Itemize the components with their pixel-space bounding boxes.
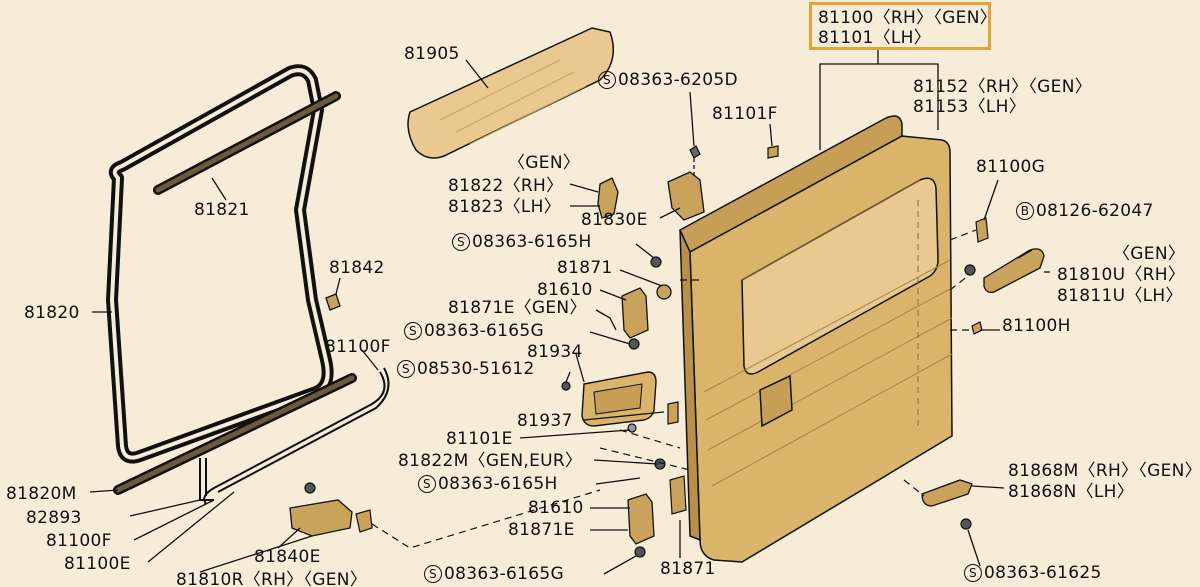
leader-lines	[89, 50, 1050, 575]
s-circle-icon: S	[424, 565, 442, 583]
label-81840e: 81840E	[254, 547, 321, 567]
label-81905: 81905	[404, 44, 460, 64]
label-81830e: 81830E	[581, 210, 648, 230]
label-81934: 81934	[527, 342, 583, 362]
label-81610-top: 81610	[537, 280, 593, 300]
label-82893: 82893	[26, 508, 82, 528]
b-circle-icon: B	[1016, 202, 1034, 220]
label-81937: 81937	[517, 411, 573, 431]
label-81100e: 81100E	[64, 554, 131, 574]
label-81100h: 81100H	[1002, 316, 1071, 336]
hinge-81822	[597, 177, 619, 219]
label-81871-bottom: 81871	[660, 559, 716, 579]
label-81821: 81821	[194, 200, 250, 220]
label-08363-6165h-top-text: 08363-6165H	[472, 232, 592, 252]
label-81811u: 81811U〈LH〉	[1057, 286, 1183, 306]
label-81871e-gen: 81871E〈GEN〉	[448, 298, 587, 318]
label-81101e: 81101E	[446, 429, 513, 449]
s-circle-icon: S	[598, 71, 616, 89]
s-circle-icon: S	[397, 360, 415, 378]
bracket-81830e	[667, 145, 705, 221]
label-81810r: 81810R〈RH〉〈GEN〉	[176, 570, 368, 587]
label-hinge-gen: 〈GEN〉	[508, 153, 581, 173]
label-81100f-low: 81100F	[46, 531, 112, 551]
bracket-81868m	[921, 479, 973, 530]
highlight-box	[809, 2, 991, 50]
label-81871-top: 81871	[557, 258, 613, 278]
label-81610-low: 81610	[528, 498, 584, 518]
label-81842: 81842	[329, 258, 385, 278]
s-circle-icon: S	[418, 475, 436, 493]
s-circle-icon: S	[964, 564, 982, 582]
lock-81810u	[964, 217, 1045, 335]
label-81820: 81820	[24, 303, 80, 323]
assembly-lines	[371, 229, 977, 549]
label-08363-6165h-low-text: 08363-6165H	[438, 474, 558, 494]
weatherstrip-81820	[106, 64, 334, 464]
label-08530-51612-text: 08530-51612	[417, 359, 535, 379]
label-81100f: 81100F	[325, 337, 391, 357]
s-circle-icon: S	[404, 322, 422, 340]
hinge-81610-lower	[627, 423, 687, 558]
label-08363-6165g-bottom-text: 08363-6165G	[444, 564, 564, 584]
clip-81842	[325, 293, 341, 311]
label-81871e-low: 81871E	[508, 520, 575, 540]
lower-strip-81820m	[113, 373, 357, 495]
label-81822m: 81822M〈GEN,EUR〉	[398, 451, 583, 471]
label-81100-line2: 81101〈LH〉	[818, 28, 932, 48]
label-81822: 81822〈RH〉	[448, 176, 564, 196]
label-81100-line1: 81100〈RH〉〈GEN〉	[818, 8, 998, 28]
label-08363-6165g-mid-text: 08363-6165G	[424, 321, 544, 341]
drip-channel-81821	[153, 91, 341, 195]
label-81868n: 81868N〈LH〉	[1008, 482, 1135, 502]
label-08363-61625-text: 08363-61625	[984, 563, 1102, 583]
label-08126-62047-text: 08126-62047	[1036, 201, 1154, 221]
s-circle-icon: S	[452, 233, 470, 251]
plug-81101f	[767, 145, 779, 159]
label-81810u: 81810U〈RH〉	[1057, 265, 1186, 285]
label-81152-line2: 81153〈LH〉	[913, 97, 1027, 117]
hinge-81610-upper	[621, 256, 672, 350]
label-81100: 81100〈RH〉〈GEN〉 81101〈LH〉	[818, 8, 997, 48]
label-81152-line1: 81152〈RH〉〈GEN〉	[913, 77, 1093, 97]
label-lock-gen: 〈GEN〉	[1113, 244, 1186, 264]
label-08363-6205d-text: 08363-6205D	[618, 70, 738, 90]
label-81868m: 81868M〈RH〉〈GEN〉	[1008, 461, 1200, 481]
label-81100g: 81100G	[976, 157, 1046, 177]
label-81101f: 81101F	[712, 104, 778, 124]
lock-81840e	[289, 482, 373, 537]
label-81152: 81152〈RH〉〈GEN〉 81153〈LH〉	[913, 77, 1092, 117]
handle-81934	[561, 371, 679, 427]
label-81823: 81823〈LH〉	[448, 197, 562, 217]
glass-film-81905	[407, 27, 615, 159]
door-shell-81100	[679, 115, 953, 563]
label-81820m: 81820M	[6, 484, 77, 504]
